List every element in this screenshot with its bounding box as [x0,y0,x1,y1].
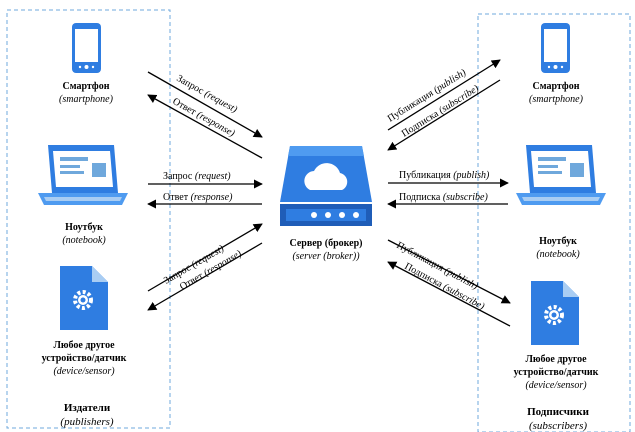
pub-device-title-2: устройство/датчик [42,353,127,364]
subscribers-group-box [477,13,631,432]
request-arrow-1 [147,71,263,138]
publish-arrow-1 [387,59,501,131]
publish-label-2: Публикация (publish) [399,170,490,181]
sub-device-title-2: устройство/датчик [514,367,599,378]
pub-device-title-1: Любое другое [53,340,115,351]
laptop-icon [516,145,606,205]
pub-device-sub: (device/sensor) [53,366,115,377]
subscribers-title: Подписчики [527,406,590,418]
sub-notebook-title: Ноутбук [539,236,577,247]
response-label-2: Ответ (response) [163,192,233,203]
sub-device-sub: (device/sensor) [525,380,587,391]
server-sub: (server (broker)) [292,251,360,262]
pub-notebook-sub: (notebook) [62,235,106,246]
pub-notebook-title: Ноутбук [65,222,103,233]
server-title: Сервер (брокер) [290,238,363,249]
laptop-icon [38,145,128,205]
response-arrow-1 [147,94,263,159]
smartphone-icon [72,23,101,73]
pub-smartphone-sub: (smartphone) [59,94,114,105]
subscribe-label-2: Подписка (subscribe) [399,192,488,203]
subscribe-arrow-3 [387,261,511,327]
publish-arrow-3 [387,239,511,304]
sub-notebook-sub: (notebook) [536,249,580,260]
request-label-2: Запрос (request) [163,171,231,182]
pub-smartphone-title: Смартфон [63,81,110,92]
subscribers-subtitle: (subscribers) [529,420,587,432]
publishers-group-box [6,9,171,429]
publishers-title: Издатели [64,402,111,414]
subscribe-arrow-1 [387,79,501,151]
sub-smartphone-title: Смартфон [533,81,580,92]
server-cloud-icon [280,146,372,226]
sub-smartphone-sub: (smartphone) [529,94,584,105]
response-arrow-3 [147,242,263,311]
sub-device-title-1: Любое другое [525,354,587,365]
request-arrow-3 [147,223,263,292]
smartphone-icon [541,23,570,73]
document-gear-icon [531,281,579,345]
publishers-subtitle: (publishers) [60,416,114,428]
document-gear-icon [60,266,108,330]
